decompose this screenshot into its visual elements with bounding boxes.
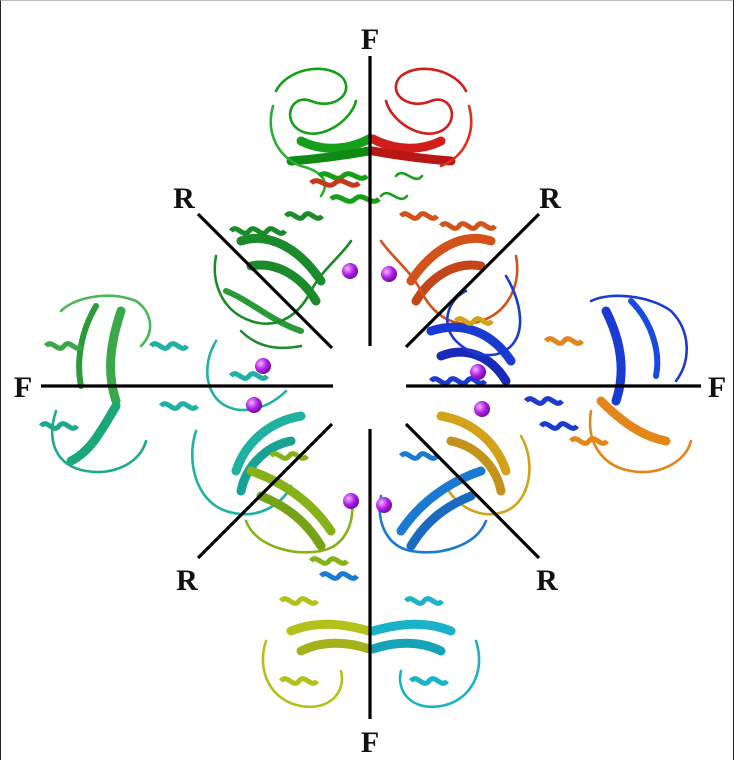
subunit-bottom-right bbox=[373, 599, 479, 707]
label-left: F bbox=[14, 371, 32, 404]
label-lower-right: R bbox=[536, 564, 558, 597]
subunit-upper-left bbox=[215, 214, 351, 348]
label-top: F bbox=[361, 23, 379, 56]
subunit-left-outer bbox=[41, 296, 150, 472]
ion-sphere bbox=[381, 266, 397, 282]
ion-sphere bbox=[474, 401, 490, 417]
label-bottom: F bbox=[361, 726, 379, 759]
subunit-bottom-left bbox=[263, 599, 369, 707]
label-right: F bbox=[708, 371, 726, 404]
subunit-lower-right bbox=[321, 454, 486, 579]
symmetry-axes bbox=[41, 56, 701, 719]
subunit-lower-left bbox=[246, 454, 352, 564]
ion-sphere bbox=[343, 493, 359, 509]
label-lower-left: R bbox=[176, 564, 198, 597]
ion-sphere bbox=[376, 497, 392, 513]
ion-sphere bbox=[342, 263, 358, 279]
ion-sphere bbox=[470, 364, 486, 380]
subunit-right-outer bbox=[546, 296, 691, 472]
ion-sphere bbox=[255, 358, 271, 374]
label-upper-left: R bbox=[173, 182, 195, 215]
ion-sphere bbox=[246, 397, 262, 413]
label-upper-right: R bbox=[539, 182, 561, 215]
